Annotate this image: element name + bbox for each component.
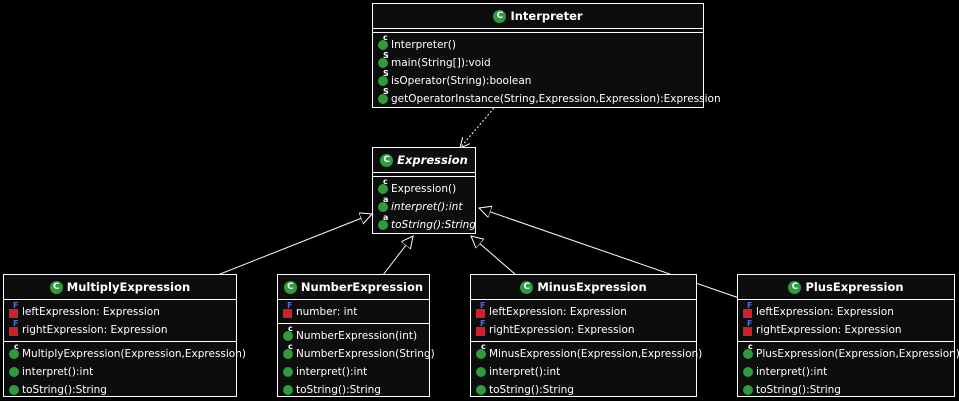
class-name: MultiplyExpression — [66, 280, 191, 294]
class-icon: C — [520, 280, 534, 294]
constructor-icon: c — [283, 342, 293, 359]
private-field-icon: F — [476, 319, 485, 336]
class-icon: C — [49, 280, 63, 294]
class-header: C MultiplyExpression — [4, 275, 236, 300]
inheritance-edge-multiply — [204, 214, 372, 281]
class-icon: C — [493, 9, 507, 23]
constructor-icon: c — [378, 33, 388, 50]
method-icon — [283, 367, 293, 377]
private-field-icon: F — [476, 301, 485, 318]
method-icon — [743, 385, 753, 395]
method-icon — [9, 367, 19, 377]
method-row[interactable]: toString():String — [4, 381, 236, 399]
method-row[interactable]: interpret():int — [4, 363, 236, 381]
abstract-class-icon: C — [380, 153, 394, 167]
constructor-icon: c — [378, 177, 388, 194]
method-row[interactable]: toString():String — [471, 381, 696, 399]
method-row[interactable]: interpret():int — [471, 363, 696, 381]
constructor-icon: c — [743, 342, 753, 359]
class-icon: C — [788, 280, 802, 294]
static-method-icon: S — [378, 51, 389, 68]
private-field-icon: F — [283, 301, 292, 318]
class-name: Expression — [397, 153, 468, 167]
class-name: Interpreter — [510, 9, 583, 23]
fields-section — [373, 29, 703, 33]
abstract-method-icon: a — [378, 195, 388, 212]
inheritance-edge-plus — [479, 208, 743, 300]
class-name: PlusExpression — [805, 280, 904, 294]
method-row[interactable]: toString():String — [278, 381, 429, 399]
abstract-method-icon: a — [378, 213, 388, 230]
class-header: C PlusExpression — [738, 275, 954, 300]
fields-section — [373, 173, 475, 177]
constructor-icon: c — [476, 342, 486, 359]
inheritance-edge-number — [382, 236, 413, 276]
class-header: C NumberExpression — [278, 275, 429, 300]
constructor-icon: c — [283, 324, 293, 341]
constructor-icon: c — [9, 342, 19, 359]
method-row[interactable]: toString():String — [738, 381, 954, 399]
static-method-icon: S — [378, 69, 389, 86]
method-icon — [9, 385, 19, 395]
class-header: C MinusExpression — [471, 275, 696, 300]
method-row[interactable]: interpret():int — [278, 363, 429, 381]
private-field-icon: F — [743, 319, 752, 336]
class-header: C Interpreter — [373, 4, 703, 29]
method-icon — [476, 385, 486, 395]
method-row[interactable]: interpret():int — [738, 363, 954, 381]
method-icon — [743, 367, 753, 377]
inheritance-edge-minus — [471, 236, 517, 276]
method-icon — [476, 367, 486, 377]
method-icon — [283, 385, 293, 395]
private-field-icon: F — [9, 319, 18, 336]
static-method-icon: S — [378, 87, 389, 104]
class-icon: C — [283, 280, 297, 294]
private-field-icon: F — [9, 301, 18, 318]
class-name: MinusExpression — [537, 280, 647, 294]
private-field-icon: F — [743, 301, 752, 318]
class-name: NumberExpression — [300, 280, 424, 294]
class-header: C Expression — [373, 148, 475, 173]
dependency-edge — [460, 107, 495, 148]
